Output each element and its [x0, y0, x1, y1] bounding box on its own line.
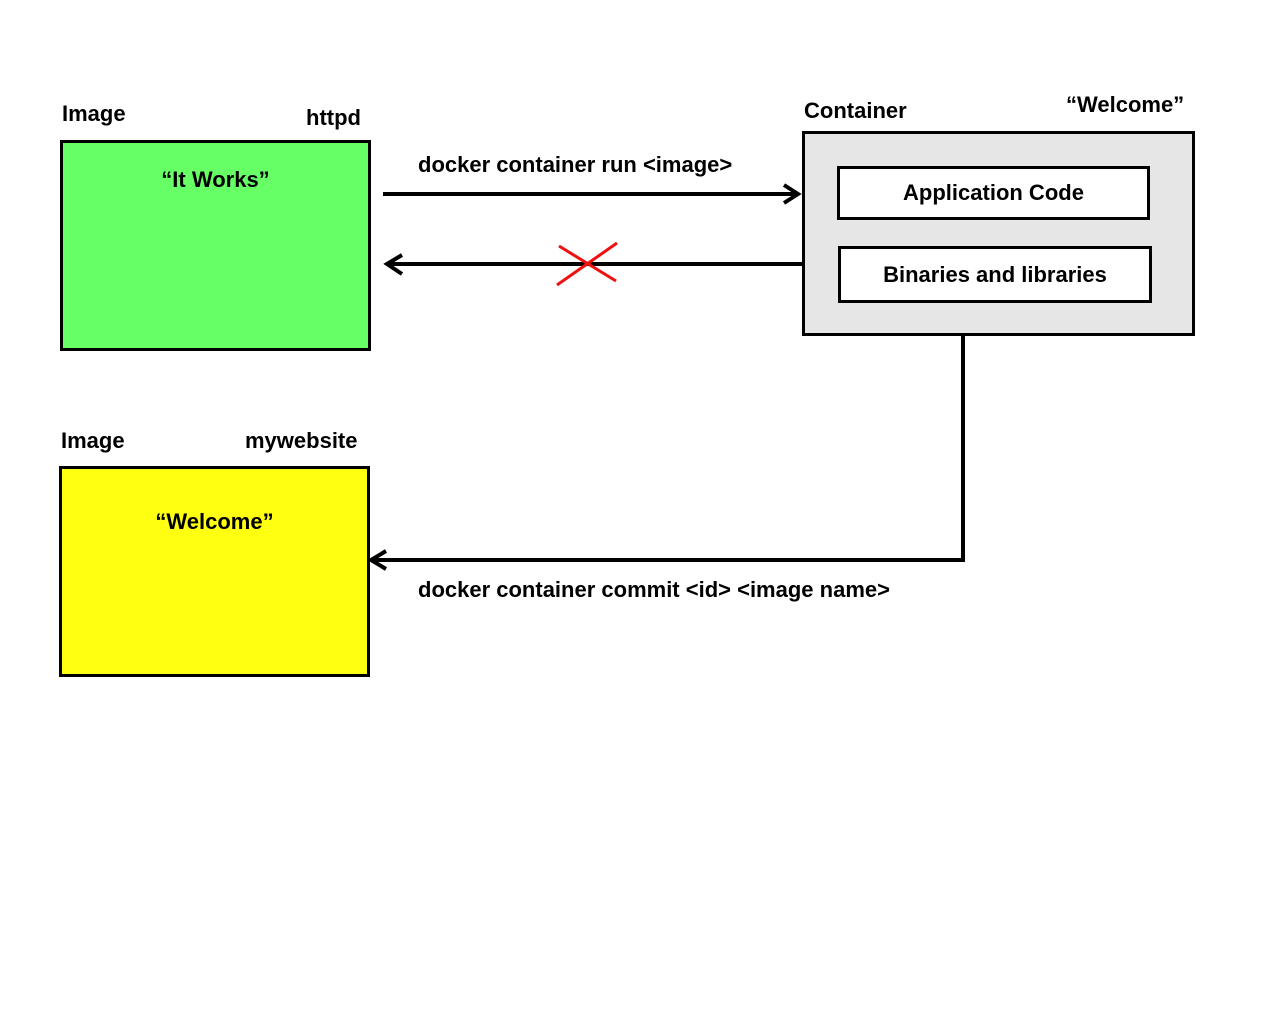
binaries-libraries-label: Binaries and libraries: [883, 261, 1107, 287]
commit-command-label: docker container commit <id> <image name…: [418, 577, 890, 602]
container-type-label: Container: [804, 98, 907, 123]
image-httpd-type-label: Image: [62, 101, 126, 126]
run-arrowhead: [782, 183, 802, 205]
blocked-cross-icon-stroke: [558, 244, 617, 283]
image-mywebsite-name-label: mywebsite: [245, 428, 358, 453]
container-content-label: “Welcome”: [1066, 92, 1185, 117]
commit-arrowhead: [367, 549, 388, 571]
commit-arrow-line: [372, 336, 965, 562]
blocked-cross-icon: [556, 241, 618, 287]
container-box: Application Code Binaries and libraries: [802, 131, 1195, 336]
image-mywebsite-type-label: Image: [61, 428, 125, 453]
binaries-libraries-layer: Binaries and libraries: [838, 246, 1152, 303]
image-httpd-box: “It Works”: [60, 140, 371, 351]
application-code-label: Application Code: [903, 180, 1084, 205]
image-httpd-content: “It Works”: [161, 167, 270, 192]
image-httpd-name-label: httpd: [306, 105, 361, 130]
image-mywebsite-content: “Welcome”: [155, 509, 274, 534]
image-mywebsite-box: “Welcome”: [59, 466, 370, 677]
application-code-layer: Application Code: [837, 166, 1150, 220]
run-command-label: docker container run <image>: [418, 152, 733, 177]
reverse-arrowhead: [383, 253, 404, 276]
